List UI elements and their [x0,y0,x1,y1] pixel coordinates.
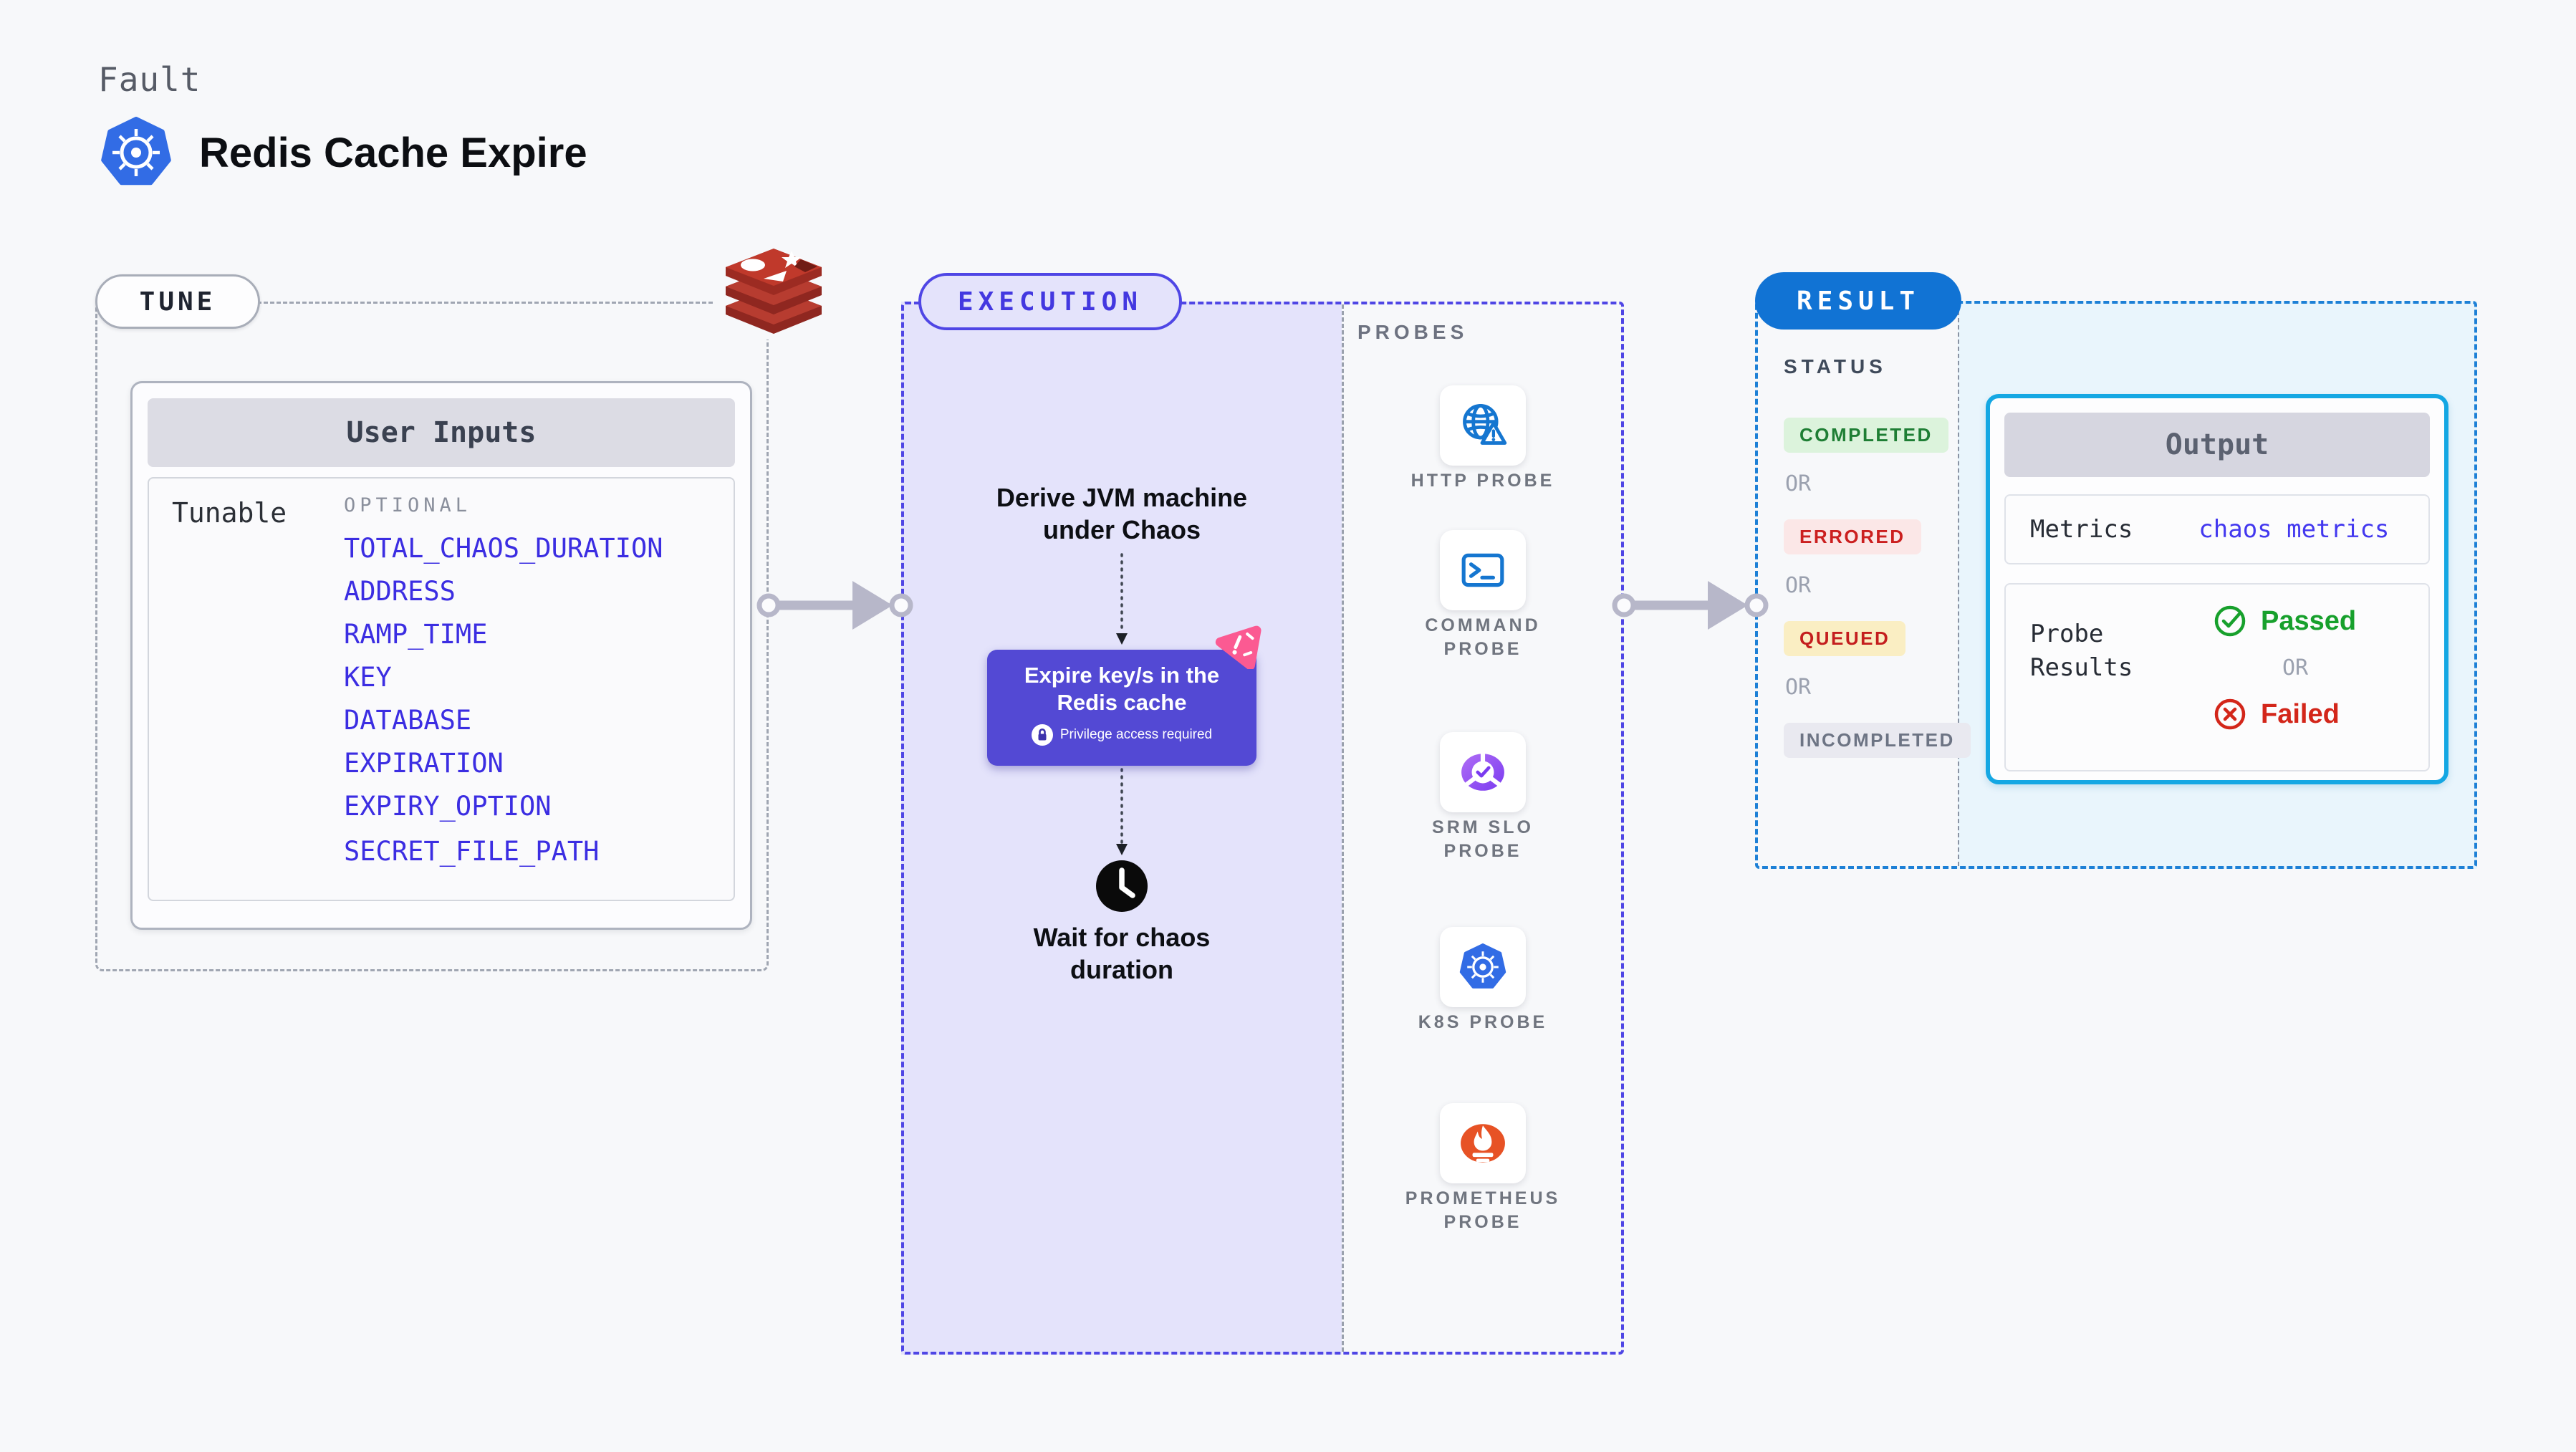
chaos-action-title: Expire key/s in the Redis cache [1024,663,1220,715]
status-badge-completed: COMPLETED [1784,418,1948,453]
status-badge-incompleted: INCOMPLETED [1784,723,1971,758]
user-inputs-card: User Inputs Tunable OPTIONAL TOTAL_CHAOS… [130,381,752,930]
probe-results-label: Probe Results [2030,620,2133,682]
page-title: Redis Cache Expire [199,130,587,176]
execution-section-outline [901,302,1624,1355]
status-column-divider [1958,304,1959,866]
lock-icon [1031,724,1053,746]
tunable-input: RAMP_TIME [344,619,488,650]
derive-to-chaos-connector [1116,553,1128,645]
passed-label: Passed [2261,605,2357,636]
status-badge-errored: ERRORED [1784,519,1921,554]
probe-results-row: Probe Results Passed OR Failed [2004,583,2430,771]
kubernetes-icon [101,117,171,186]
prometheus-probe-icon [1461,1124,1505,1163]
execution-to-result-arrow [1612,581,1769,630]
probes-column-label: PROBES [1357,321,1469,343]
http-probe-icon [1463,403,1507,445]
clock-icon [1096,860,1148,912]
outcome-or-label: OR [2282,655,2309,681]
result-badge: RESULT [1755,272,1961,330]
tunable-input: TOTAL_CHAOS_DURATION [344,533,663,564]
fault-kicker: Fault [98,60,201,99]
litmus-chaos-icon [1215,625,1261,669]
output-card: Output Metrics chaos metrics Probe Resul… [1986,394,2448,784]
tune-badge: TUNE [95,274,260,329]
chaos-to-wait-connector [1116,768,1128,855]
srm-slo-probe-icon [1461,753,1504,791]
probe-card-srm-slo [1440,732,1526,812]
tunable-input: KEY [344,662,392,693]
probe-label-k8s: K8S PROBE [1418,1012,1548,1032]
failed-label: Failed [2261,698,2340,729]
probes-column-divider [1342,304,1344,1352]
probe-card-k8s [1440,927,1526,1007]
chaos-action-card: Expire key/s in the Redis cache Privileg… [987,650,1256,766]
output-title: Output [2004,413,2430,477]
probe-label-command: COMMAND PROBE [1425,615,1541,659]
probe-label-prometheus: PROMETHEUS PROBE [1405,1188,1561,1232]
redis-icon [713,245,835,340]
privilege-note: Privilege access required [1059,727,1213,742]
failed-x-icon [2214,698,2246,730]
tunable-input: EXPIRY_OPTION [344,791,552,822]
probe-label-http: HTTP PROBE [1410,471,1555,491]
result-section-outline [1755,301,2477,869]
metrics-row: Metrics chaos metrics [2004,494,2430,564]
tune-section-outline [95,302,769,971]
tunable-list-panel: Tunable OPTIONAL TOTAL_CHAOS_DURATION AD… [148,477,735,901]
probe-card-command [1440,530,1526,610]
wait-step-text: Wait for chaos duration [1033,923,1211,984]
execution-badge: EXECUTION [918,273,1182,330]
status-or-label: OR [1785,471,1812,496]
tunable-label: Tunable [172,497,287,529]
k8s-probe-icon [1459,943,1506,989]
passed-check-icon [2214,605,2246,637]
metrics-label: Metrics [2030,515,2133,544]
tune-to-execution-arrow [756,581,913,630]
probe-card-prometheus [1440,1103,1526,1183]
optional-group-label: OPTIONAL [344,494,472,516]
status-or-label: OR [1785,573,1812,598]
status-or-label: OR [1785,675,1812,700]
status-column-label: STATUS [1784,355,1887,378]
tunable-input: SECRET_FILE_PATH [344,836,600,867]
command-probe-icon [1461,553,1504,587]
metrics-value: chaos metrics [2198,515,2390,544]
probe-card-http [1440,385,1526,466]
user-inputs-title: User Inputs [148,398,735,467]
tunable-input: DATABASE [344,705,472,736]
tunable-input: ADDRESS [344,576,456,607]
probe-label-srm-slo: SRM SLO PROBE [1432,817,1534,861]
status-badge-queued: QUEUED [1784,621,1906,656]
tunable-input: EXPIRATION [344,748,504,779]
derive-step-text: Derive JVM machine under Chaos [996,483,1248,544]
